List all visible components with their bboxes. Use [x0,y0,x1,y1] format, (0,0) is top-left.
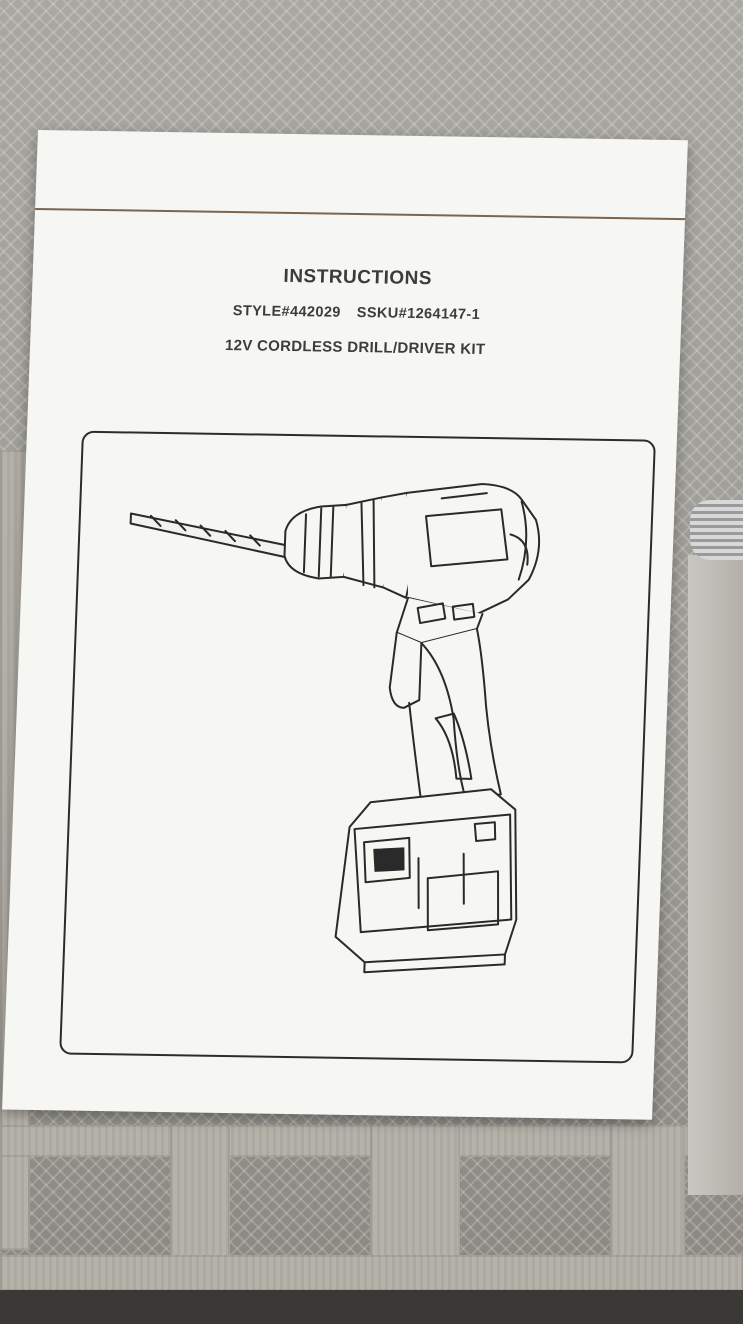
style-number: STYLE#442029 [232,303,342,321]
zipper [690,500,743,560]
bag-shadow [0,1290,743,1324]
instructions-heading: INSTRUCTIONS [283,265,433,290]
style-sku-line: STYLE#442029 SSKU#1264147-1 [31,300,682,326]
illustration-frame [59,430,656,1064]
product-name: 12V CORDLESS DRILL/DRIVER KIT [224,336,486,359]
header-rule [35,207,686,221]
sku-number: SSKU#1264147-1 [356,305,481,323]
bag-inner-flap [688,555,743,1195]
bag-strap-bottom-edge [0,1255,743,1291]
cordless-drill-icon [129,483,541,974]
